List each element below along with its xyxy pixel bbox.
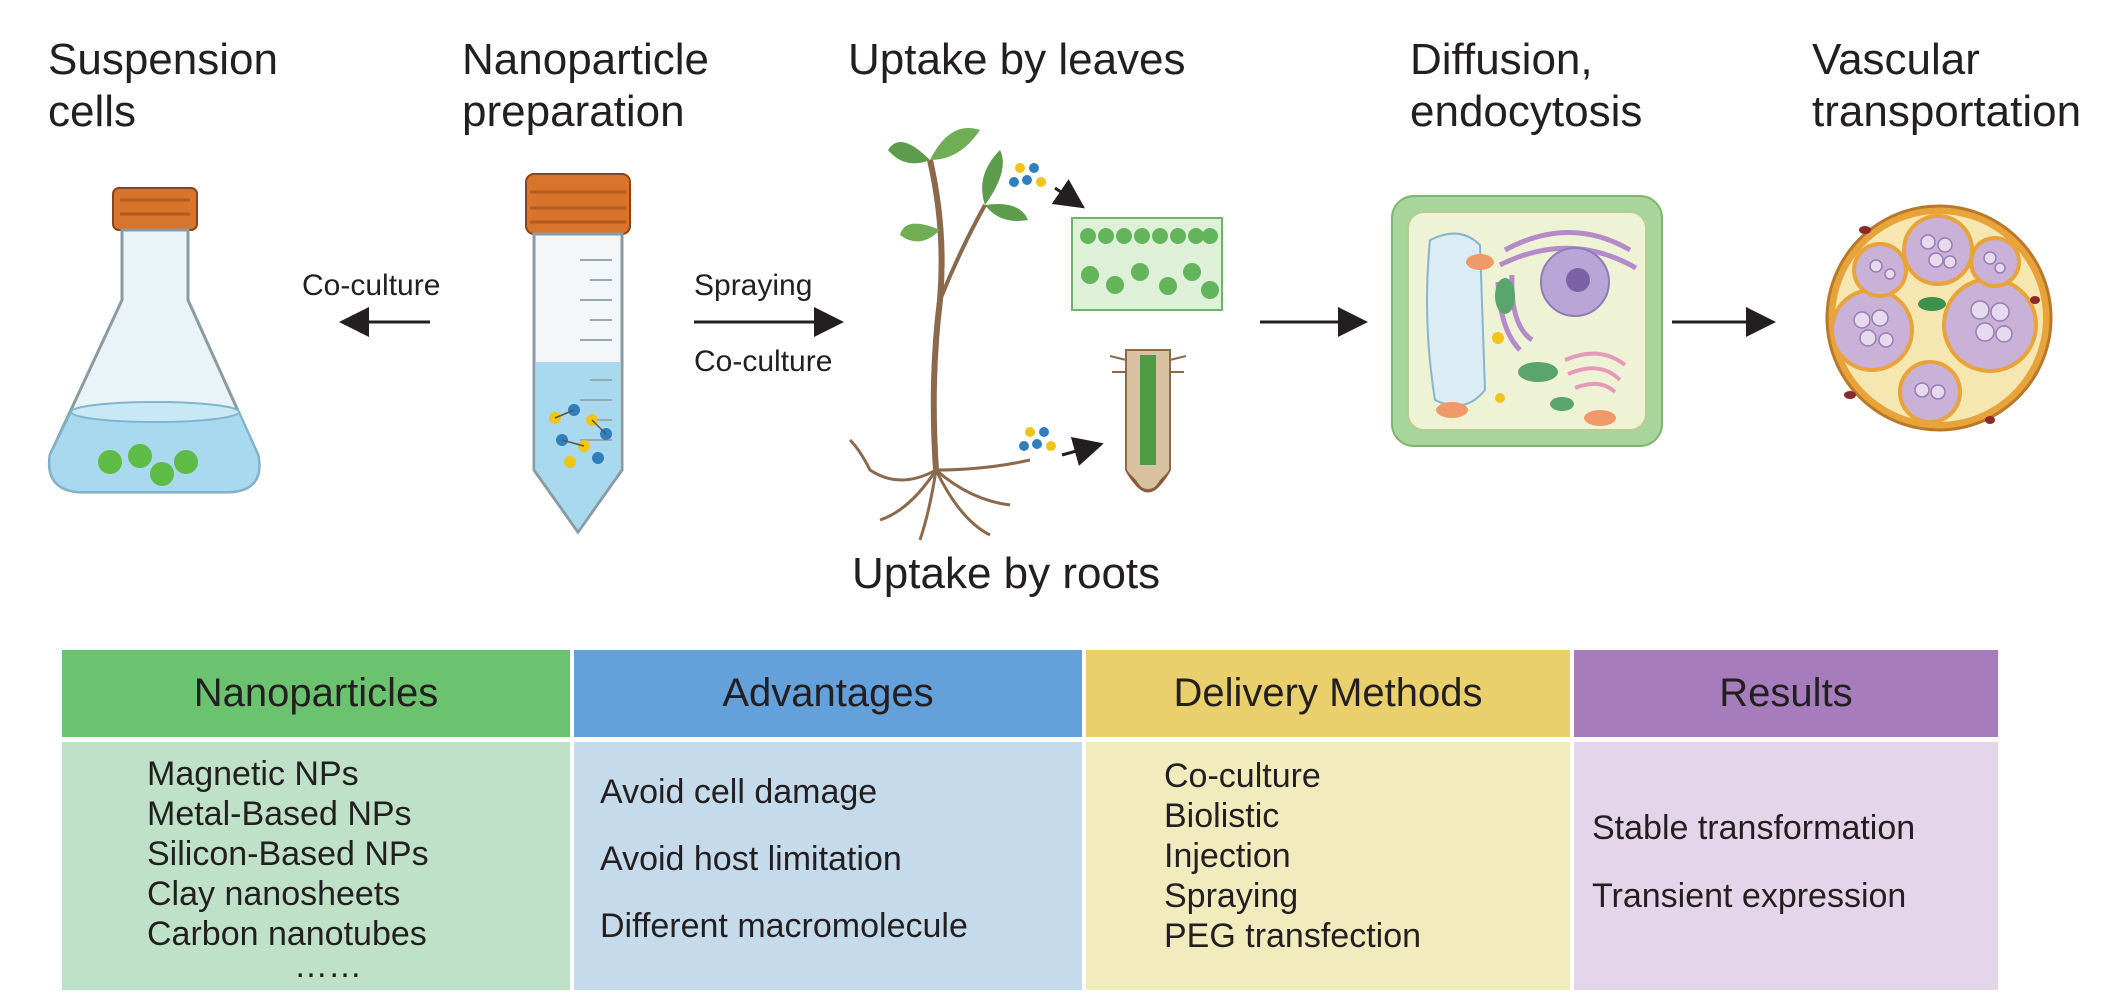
header-delivery-methods: Delivery Methods: [1086, 650, 1570, 737]
list-item: Biolistic: [1164, 797, 1280, 835]
list-item: PEG transfection: [1164, 917, 1422, 955]
label-suspension-cells: Suspension cells: [48, 34, 278, 138]
label-suspension-line2: cells: [48, 87, 137, 136]
list-item: Transient expression: [1592, 877, 1907, 915]
body-results: Stable transformation Transient expressi…: [1574, 742, 1998, 990]
column-nanoparticles: Nanoparticles Magnetic NPs Metal-Based N…: [62, 650, 570, 990]
list-item: Co-culture: [1164, 757, 1321, 795]
label-uptake-leaves: Uptake by leaves: [848, 35, 1186, 84]
label-diffusion-line1: Diffusion,: [1410, 35, 1593, 84]
label-arrow-coculture-right: Co-culture: [694, 345, 833, 378]
list-item: Avoid host limitation: [600, 840, 902, 878]
label-vascular-line1: Vascular: [1812, 35, 1980, 84]
label-suspension-line1: Suspension: [48, 35, 278, 84]
list-item: Magnetic NPs: [147, 755, 359, 793]
label-diffusion-line2: endocytosis: [1410, 87, 1643, 136]
list-item: Silicon-Based NPs: [147, 835, 429, 873]
body-nanoparticles: Magnetic NPs Metal-Based NPs Silicon-Bas…: [62, 742, 570, 990]
body-delivery-methods: Co-culture Biolistic Injection Spraying …: [1086, 742, 1570, 990]
column-delivery-methods: Delivery Methods Co-culture Biolistic In…: [1086, 650, 1570, 990]
list-item: Metal-Based NPs: [147, 795, 412, 833]
list-item: Stable transformation: [1592, 809, 1916, 847]
label-arrow-spraying: Spraying: [694, 269, 813, 302]
label-arrow-coculture-left: Co-culture: [302, 269, 441, 302]
list-item: Avoid cell damage: [600, 773, 878, 811]
list-item: Injection: [1164, 837, 1291, 875]
label-uptake-roots: Uptake by roots: [852, 549, 1161, 598]
list-item-ellipsis: ……: [294, 947, 362, 985]
label-vascular-transportation: Vascular transportation: [1812, 34, 2081, 138]
plant-icon: [848, 128, 1223, 541]
label-nanoparticle-preparation: Nanoparticle preparation: [462, 34, 709, 138]
process-illustrations: [47, 128, 2053, 541]
list-item: Carbon nanotubes: [147, 915, 427, 953]
vascular-bundle-icon: [1825, 204, 2053, 432]
list-item: Different macromolecule: [600, 907, 968, 945]
plant-cell-icon: [1391, 195, 1663, 447]
flask-icon: [47, 187, 261, 494]
label-nanoparticle-line2: preparation: [462, 87, 685, 136]
label-diffusion-endocytosis: Diffusion, endocytosis: [1410, 34, 1642, 138]
list-item: Spraying: [1164, 877, 1299, 915]
summary-table: Nanoparticles Magnetic NPs Metal-Based N…: [62, 650, 2062, 990]
body-advantages: Avoid cell damage Avoid host limitation …: [574, 742, 1082, 990]
header-nanoparticles: Nanoparticles: [62, 650, 570, 737]
column-results: Results Stable transformation Transient …: [1574, 650, 1998, 990]
header-results: Results: [1574, 650, 1998, 737]
header-advantages: Advantages: [574, 650, 1082, 737]
label-vascular-line2: transportation: [1812, 87, 2082, 136]
label-nanoparticle-line1: Nanoparticle: [462, 35, 710, 84]
tube-icon: [525, 173, 631, 535]
list-item: Clay nanosheets: [147, 875, 401, 913]
column-advantages: Advantages Avoid cell damage Avoid host …: [574, 650, 1082, 990]
